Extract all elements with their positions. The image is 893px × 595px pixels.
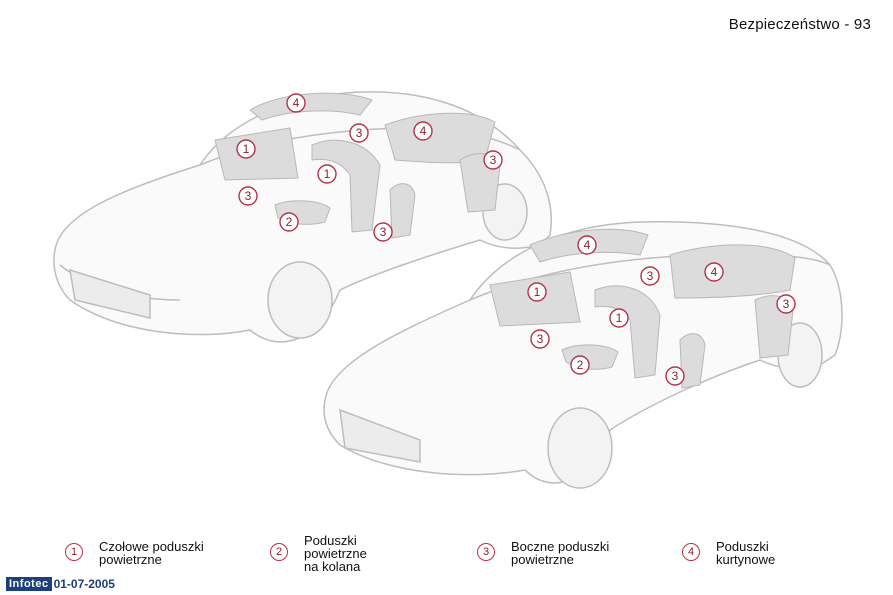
svg-text:3: 3: [537, 332, 544, 346]
badge-left-1a: 1: [236, 139, 256, 159]
svg-text:4: 4: [711, 265, 718, 279]
legend-label: Poduszki kurtynowe: [716, 539, 776, 567]
svg-text:2: 2: [286, 215, 293, 229]
svg-text:4: 4: [420, 124, 427, 138]
svg-text:1: 1: [534, 285, 541, 299]
badge-left-2: 2: [279, 212, 299, 232]
svg-text:1: 1: [243, 142, 250, 156]
legend-item-knee: 2 Poduszki powietrzne na kolana: [270, 534, 367, 573]
badge-left-1b: 1: [317, 164, 337, 184]
infotec-logo: Infotec: [6, 577, 52, 591]
svg-text:3: 3: [783, 297, 790, 311]
svg-text:3: 3: [490, 153, 497, 167]
legend-number: 4: [682, 543, 700, 561]
legend-label: Poduszki powietrzne na kolana: [304, 533, 367, 574]
legend-item-curtain: 4 Poduszki kurtynowe: [682, 540, 775, 566]
legend-label: Boczne poduszki powietrzne: [511, 539, 610, 567]
badge-right-3b: 3: [776, 294, 796, 314]
svg-text:2: 2: [577, 358, 584, 372]
legend-number: 3: [477, 543, 495, 561]
badge-right-1a: 1: [527, 282, 547, 302]
airbag-legend: 1 Czołowe poduszki powietrzne 2 Poduszki…: [0, 534, 893, 580]
badge-left-4b: 4: [413, 121, 433, 141]
svg-text:3: 3: [356, 126, 363, 140]
badge-left-4a: 4: [286, 93, 306, 113]
badge-left-3b: 3: [483, 150, 503, 170]
badge-right-3c: 3: [530, 329, 550, 349]
svg-text:4: 4: [293, 96, 300, 110]
svg-text:4: 4: [584, 238, 591, 252]
badge-right-4b: 4: [704, 262, 724, 282]
badge-right-4a: 4: [577, 235, 597, 255]
svg-text:1: 1: [324, 167, 331, 181]
svg-text:3: 3: [380, 225, 387, 239]
badge-left-3c: 3: [238, 186, 258, 206]
svg-text:3: 3: [672, 369, 679, 383]
legend-item-front: 1 Czołowe poduszki powietrzne: [65, 540, 204, 566]
footer-date: 01-07-2005: [53, 577, 115, 591]
legend-item-side: 3 Boczne poduszki powietrzne: [477, 540, 609, 566]
badge-right-2: 2: [570, 355, 590, 375]
badge-left-3a: 3: [349, 123, 369, 143]
footer: Infotec 01-07-2005: [6, 577, 115, 591]
legend-number: 1: [65, 543, 83, 561]
legend-label: Czołowe poduszki powietrzne: [99, 539, 204, 567]
svg-text:3: 3: [647, 269, 654, 283]
badge-right-1b: 1: [609, 308, 629, 328]
page-title: Bezpieczeństwo - 93: [728, 16, 871, 33]
legend-number: 2: [270, 543, 288, 561]
airbag-diagram: 4 4 3 1 3 1 3 2 3 4 3 4 1 3 1 3 2 3: [53, 91, 843, 489]
badge-right-3d: 3: [665, 366, 685, 386]
badge-right-3a: 3: [640, 266, 660, 286]
svg-text:1: 1: [616, 311, 623, 325]
badge-left-3d: 3: [373, 222, 393, 242]
car-left-airbags: [214, 92, 501, 239]
svg-text:3: 3: [245, 189, 252, 203]
